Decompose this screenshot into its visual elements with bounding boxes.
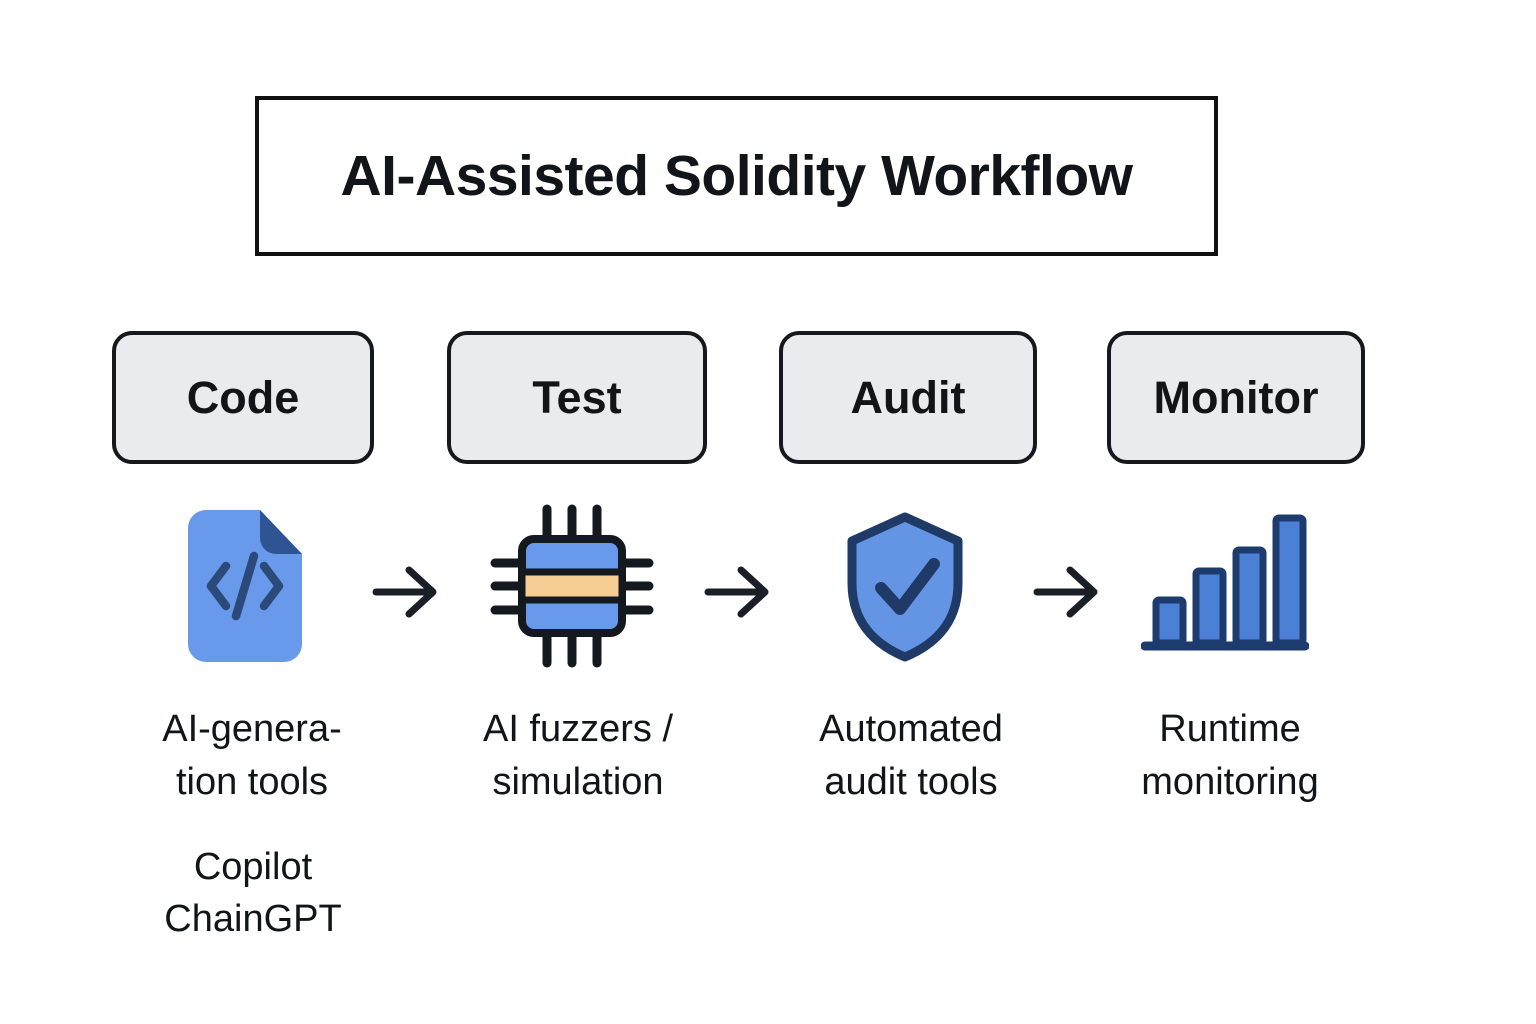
code-tools-list: Copilot ChainGPT (88, 841, 418, 945)
caption-line: Runtime (1159, 708, 1301, 750)
tool-name: Copilot (193, 846, 313, 888)
arrow-right-icon (371, 561, 443, 628)
stage-box-code: Code (112, 331, 374, 464)
arrow-right-icon (703, 561, 775, 628)
caption-line: AI fuzzers / (482, 708, 674, 750)
shield-check-icon (843, 510, 967, 669)
stage-box-audit: Audit (779, 331, 1037, 464)
caption-test: AI fuzzers / simulation (413, 703, 743, 809)
bar-chart-icon (1140, 512, 1310, 657)
caption-audit: Automated audit tools (746, 703, 1076, 809)
stage-label-test: Test (532, 371, 622, 423)
stage-box-monitor: Monitor (1107, 331, 1365, 464)
stage-label-audit: Audit (850, 371, 966, 423)
caption-line: monitoring (1141, 761, 1319, 803)
chip-icon (489, 503, 655, 674)
caption-line: tion tools (175, 761, 329, 803)
caption-line: simulation (492, 761, 664, 803)
stage-label-code: Code (186, 371, 300, 423)
tool-name: ChainGPT (164, 898, 342, 940)
caption-line: AI-genera- (162, 708, 342, 750)
caption-code: AI-genera- tion tools (87, 703, 417, 809)
title-box: AI-Assisted Solidity Workflow (255, 96, 1218, 256)
stage-label-monitor: Monitor (1153, 371, 1319, 423)
code-file-icon (188, 510, 302, 667)
stage-box-test: Test (447, 331, 707, 464)
caption-line: audit tools (824, 761, 998, 803)
caption-monitor: Runtime monitoring (1065, 703, 1395, 809)
diagram-title: AI-Assisted Solidity Workflow (340, 144, 1133, 208)
caption-line: Automated (819, 708, 1003, 750)
arrow-right-icon (1032, 561, 1104, 628)
